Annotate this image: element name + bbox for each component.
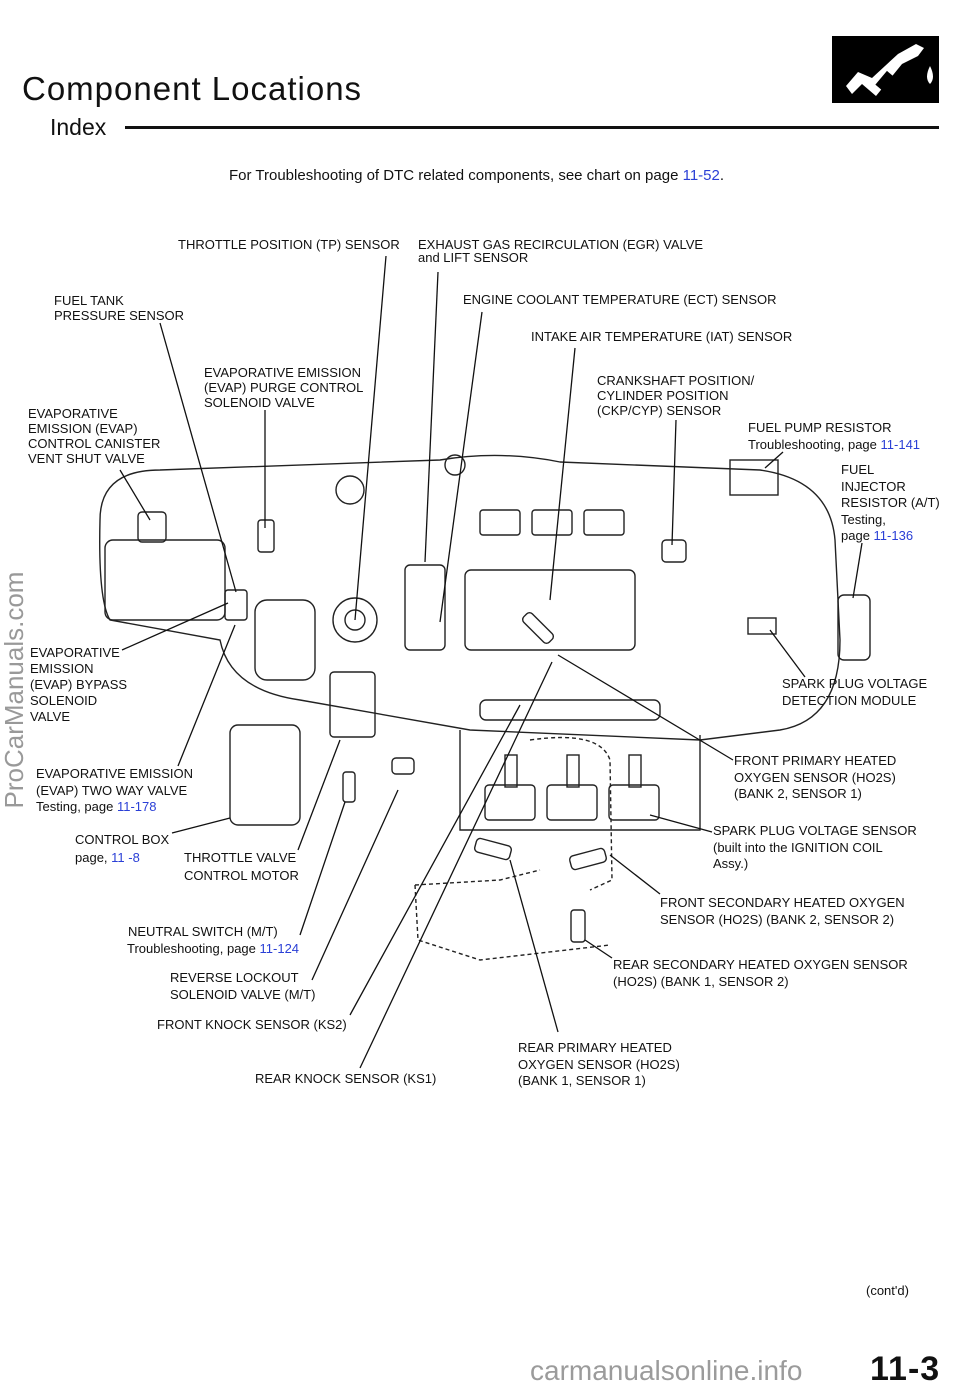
fuel-nozzle-icon bbox=[832, 36, 939, 103]
title-rule bbox=[125, 126, 939, 129]
continued-note: (cont'd) bbox=[866, 1283, 909, 1298]
label-ect-sensor: ENGINE COOLANT TEMPERATURE (ECT) SENSOR bbox=[463, 292, 777, 307]
page-title: Component Locations bbox=[22, 70, 363, 107]
label-front-knock-sensor: FRONT KNOCK SENSOR (KS2) bbox=[157, 1017, 347, 1032]
label-line: RESISTOR (A/T) bbox=[841, 495, 940, 510]
label-line: SPARK PLUG VOLTAGE SENSOR bbox=[713, 823, 917, 838]
intro-suffix: . bbox=[719, 167, 725, 184]
label-line: DETECTION MODULE bbox=[782, 693, 917, 708]
label-line: (BANK 2, SENSOR 1) bbox=[734, 786, 862, 801]
watermark-left: ProCarManuals.com bbox=[0, 571, 29, 809]
label-line: (EVAP) BYPASS bbox=[30, 677, 128, 692]
page-link-11-124[interactable]: 11-124 bbox=[259, 941, 300, 956]
label-line: (CKP/CYP) SENSOR bbox=[597, 403, 722, 418]
label-line: EVAPORATIVE EMISSION bbox=[36, 766, 193, 781]
page-link-11-8[interactable]: 11 -8 bbox=[111, 850, 140, 865]
label-line: EVAPORATIVE bbox=[28, 406, 118, 421]
ref-text: Troubleshooting, page bbox=[127, 941, 260, 956]
label-line: REVERSE LOCKOUT bbox=[170, 970, 299, 985]
label-line: EVAPORATIVE EMISSION bbox=[204, 365, 361, 380]
ref-text: Testing, page bbox=[36, 799, 117, 814]
page-link-11-178[interactable]: 11-178 bbox=[116, 799, 157, 814]
intro-sentence: For Troubleshooting of DTC related compo… bbox=[229, 167, 683, 184]
page-link-11-52[interactable]: 11-52 bbox=[682, 167, 720, 184]
label-line: SOLENOID VALVE (M/T) bbox=[170, 987, 316, 1002]
label-control-box: CONTROL BOX page, 11 -8 bbox=[75, 831, 169, 867]
label-front-secondary-ho2s: FRONT SECONDARY HEATED OXYGEN SENSOR (HO2… bbox=[660, 894, 905, 928]
label-line: FUEL bbox=[841, 462, 875, 477]
label-spark-plug-detection-module: SPARK PLUG VOLTAGE DETECTION MODULE bbox=[782, 675, 927, 709]
label-tp-sensor: THROTTLE POSITION (TP) SENSOR bbox=[178, 237, 400, 252]
label-line: (EVAP) TWO WAY VALVE bbox=[36, 782, 188, 798]
label-line: (BANK 1, SENSOR 1) bbox=[518, 1073, 646, 1088]
label-line: REAR PRIMARY HEATED bbox=[518, 1040, 672, 1055]
label-line: FRONT PRIMARY HEATED bbox=[734, 753, 897, 768]
label-line: FUEL TANK bbox=[54, 293, 124, 308]
label-line: (EVAP) PURGE CONTROL bbox=[204, 380, 364, 395]
watermark-bottom: carmanualsonline.info bbox=[530, 1355, 803, 1386]
label-neutral-switch: NEUTRAL SWITCH (M/T) Troubleshooting, pag… bbox=[127, 923, 300, 957]
intro-text: For Troubleshooting of DTC related compo… bbox=[229, 167, 724, 184]
label-line: THROTTLE VALVE bbox=[184, 850, 297, 865]
label-line: SENSOR (HO2S) (BANK 2, SENSOR 2) bbox=[660, 912, 895, 927]
label-spark-plug-voltage-sensor: SPARK PLUG VOLTAGE SENSOR(built into the… bbox=[713, 823, 917, 873]
label-line: (HO2S) (BANK 1, SENSOR 2) bbox=[613, 974, 789, 989]
label-rear-knock-sensor: REAR KNOCK SENSOR (KS1) bbox=[255, 1071, 437, 1086]
label-line: CRANKSHAFT POSITION/ bbox=[597, 373, 755, 388]
label-line: FUEL PUMP RESISTOR bbox=[748, 420, 892, 435]
ref-text: Troubleshooting, page bbox=[748, 437, 881, 452]
label-line: NEUTRAL SWITCH (M/T) bbox=[128, 924, 278, 939]
label-line: PRESSURE SENSOR bbox=[54, 308, 185, 323]
label-line: INJECTOR bbox=[841, 478, 906, 494]
label-line: Assy.) bbox=[713, 856, 749, 871]
leader-lines bbox=[119, 255, 863, 1069]
label-line: Testing, bbox=[841, 511, 886, 527]
label-line: SOLENOID bbox=[30, 693, 98, 708]
label-line: and LIFT SENSOR bbox=[418, 250, 529, 265]
page-link-11-136[interactable]: 11-136 bbox=[873, 528, 914, 543]
label-line: SOLENOID VALVE bbox=[204, 395, 315, 410]
label-line: CONTROL CANISTER bbox=[28, 436, 161, 451]
label-line: CONTROL BOX bbox=[75, 832, 170, 847]
label-line: VENT SHUT VALVE bbox=[28, 451, 145, 466]
page-subtitle: Index bbox=[50, 114, 107, 140]
label-line: FRONT SECONDARY HEATED OXYGEN bbox=[660, 895, 905, 910]
label-line: SPARK PLUG VOLTAGE bbox=[782, 676, 928, 691]
label-line: CONTROL MOTOR bbox=[184, 868, 299, 883]
ref-text: page bbox=[841, 528, 874, 543]
page-link-11-141[interactable]: 11-141 bbox=[880, 437, 921, 452]
label-iat-sensor: INTAKE AIR TEMPERATURE (IAT) SENSOR bbox=[531, 329, 793, 344]
label-line: CYLINDER POSITION bbox=[597, 388, 729, 403]
label-line: VALVE bbox=[30, 709, 70, 724]
label-ckp-cyp-sensor: CRANKSHAFT POSITION/CYLINDER POSITION(CK… bbox=[597, 373, 754, 418]
label-line: REAR SECONDARY HEATED OXYGEN SENSOR bbox=[613, 957, 908, 972]
engine-drawing bbox=[99, 454, 871, 961]
ref-text: page, bbox=[75, 850, 112, 865]
label-rear-secondary-ho2s: REAR SECONDARY HEATED OXYGEN SENSOR (HO2S… bbox=[613, 956, 908, 990]
label-reverse-lockout-valve: REVERSE LOCKOUT SOLENOID VALVE (M/T) bbox=[170, 969, 315, 1003]
label-line: EMISSION (EVAP) bbox=[28, 421, 138, 436]
label-throttle-valve-control-motor: THROTTLE VALVE CONTROL MOTOR bbox=[184, 849, 299, 885]
page-number: 11-3 bbox=[870, 1350, 941, 1388]
label-line: (built into the IGNITION COIL bbox=[713, 839, 883, 855]
label-evap-two-way-valve: EVAPORATIVE EMISSION(EVAP) TWO WAY VALVE… bbox=[36, 766, 193, 816]
label-line: EMISSION bbox=[30, 661, 94, 676]
label-line: OXYGEN SENSOR (HO2S) bbox=[518, 1056, 680, 1072]
label-evap-purge-valve: EVAPORATIVE EMISSION(EVAP) PURGE CONTROL… bbox=[204, 365, 363, 410]
label-line: EXHAUST GAS RECIRCULATION (EGR) VALVE bbox=[418, 237, 704, 252]
label-line: OXYGEN SENSOR (HO2S) bbox=[734, 769, 896, 785]
label-line: EVAPORATIVE bbox=[30, 645, 120, 660]
